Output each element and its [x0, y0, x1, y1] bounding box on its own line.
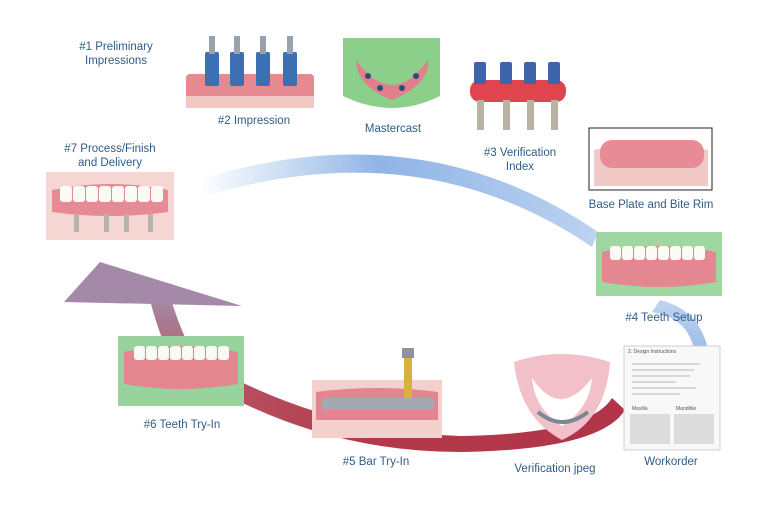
workorder-document: [623, 345, 721, 451]
step-3-label: #3 Verification Index: [468, 146, 572, 174]
step-5-label: #5 Bar Try-In: [342, 456, 410, 468]
mastercast-illustration: [343, 38, 440, 108]
flow-arrow-right: [652, 300, 708, 350]
impression-illustration: [186, 36, 314, 108]
verification-index-illustration: [470, 62, 566, 130]
teeth-tryin-illustration: [118, 336, 244, 406]
flow-arrow-top: [198, 154, 598, 247]
workorder-col-right: Mandible: [676, 406, 697, 412]
step-3-line2: Index: [505, 161, 535, 173]
teeth-setup-illustration: [596, 232, 722, 296]
mastercast-label: Mastercast: [364, 123, 422, 135]
bar-tryin-illustration: [312, 348, 442, 438]
base-plate-label: Base Plate and Bite Rim: [588, 199, 714, 211]
verification-jpeg-label: Verification jpeg: [514, 463, 596, 475]
step-1-line2: Impressions: [85, 55, 147, 67]
step-1-label: #1 Preliminary Impressions: [68, 40, 164, 68]
workorder-doc-heading: 2. Design Instructions: [628, 349, 677, 355]
step-2-label: #2 Impression: [217, 115, 291, 127]
workorder-col-left: Maxilla: [632, 406, 648, 412]
verification-jpeg-illustration: [514, 354, 610, 440]
step-3-line1: #3 Verification: [483, 147, 557, 159]
step-7-line1: #7 Process/Finish: [64, 143, 156, 155]
step-6-label: #6 Teeth Try-In: [143, 419, 221, 431]
step-1-line1: #1 Preliminary: [79, 41, 153, 53]
flow-arrow-head: [64, 262, 242, 306]
base-plate-illustration: [588, 127, 713, 191]
step-4-label: #4 Teeth Setup: [625, 312, 703, 324]
workorder-label: Workorder: [644, 456, 698, 468]
final-denture-illustration: [46, 172, 174, 240]
step-7-line2: and Delivery: [78, 157, 142, 169]
step-7-label: #7 Process/Finish and Delivery: [54, 142, 166, 170]
